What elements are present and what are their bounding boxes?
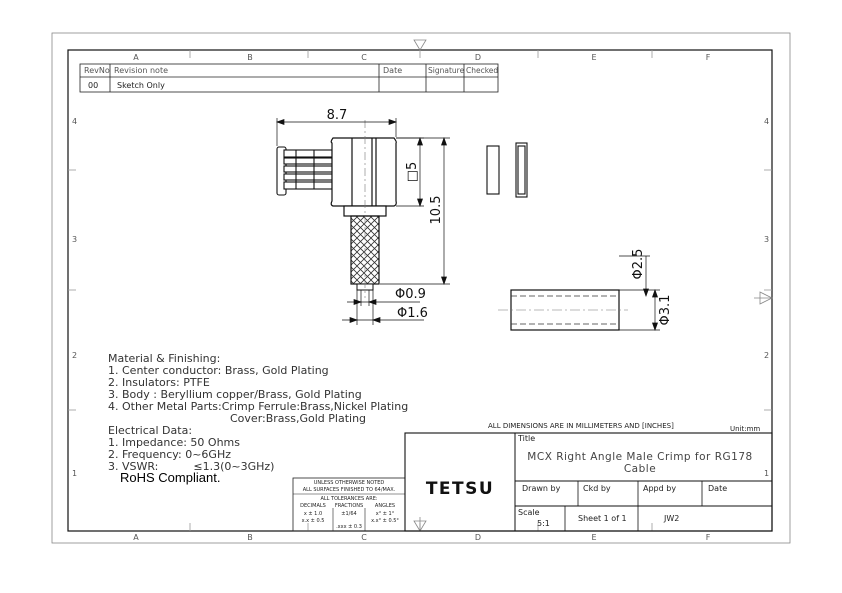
rev-header-checked: Checked [466,66,498,75]
rohs-note: RoHS Compliant. [120,470,220,485]
drawn-by-label: Drawn by [522,484,561,493]
zone-col-top-a: A [133,53,139,62]
tol-line-3: ALL TOLERANCES ARE: [320,496,377,502]
zone-row-left-1: 1 [72,469,77,478]
material-line-1: 1. Center conductor: Brass, Gold Plating [108,364,329,377]
title-label: Title [517,434,535,443]
rev-header-signature: Signature [428,66,465,75]
tol-angle-1: x° ± 1° [376,511,395,517]
cover-parts [486,142,528,198]
appd-by-label: Appd by [643,484,676,493]
materials-title: Material & Finishing: [108,352,220,365]
zone-letters: A B C D E F A B C D E F 4 3 2 1 4 3 2 1 [72,53,769,542]
zone-row-right-1: 1 [764,469,769,478]
zone-col-top-e: E [591,53,596,62]
dim-ferrule-outer: Φ3.1 [658,295,673,326]
unit-label: Unit:mm [730,425,760,433]
dim-length: 8.7 [327,108,348,123]
material-line-2: 2. Insulators: PTFE [108,376,210,389]
tolerance-block: UNLESS OTHERWISE NOTED ALL SURFACES FINI… [292,477,406,532]
scale-label: Scale [518,508,540,517]
top-center-arrow [413,39,427,51]
material-line-3: 3. Body : Beryllium copper/Brass, Gold P… [108,388,362,401]
tol-header-decimals: DECIMALS [300,503,326,509]
electrical-line-1: 1. Impedance: 50 Ohms [108,436,240,449]
zone-col-bottom-b: B [247,533,253,542]
drawing-title-line-1: MCX Right Angle Male Crimp for RG178 [527,451,752,463]
material-line-4: 4. Other Metal Parts:Crimp Ferrule:Brass… [108,400,408,413]
zone-col-top-b: B [247,53,253,62]
material-notes: Material & Finishing: 1. Center conducto… [108,352,408,485]
zone-ticks [68,50,772,531]
zone-col-top-f: F [706,53,711,62]
tol-fraction-1: ±1/64 [341,511,356,517]
tol-line-2: ALL SURFACES FINISHED TO 64/MAX. [303,487,396,493]
revision-table: RevNo Revision note Date Signature Check… [79,63,498,93]
document-code: JW2 [663,514,679,523]
scale-value: 5:1 [537,519,550,528]
rev-cell-revno: 00 [88,81,98,90]
zone-row-left-4: 4 [72,117,77,126]
ferrule-tube [498,289,628,331]
dims-note: ALL DIMENSIONS ARE IN MILLIMETERS AND [I… [488,422,674,430]
electrical-line-3: 3. VSWR: ≤1.3(0~3GHz) [108,460,274,473]
tol-line-1: UNLESS OTHERWISE NOTED [314,480,385,486]
outer-frame [51,32,791,544]
mating-interface [276,146,333,196]
material-line-5: Cover:Brass,Gold Plating [230,412,366,425]
zone-row-right-3: 3 [764,235,769,244]
zone-col-bottom-a: A [133,533,139,542]
tol-decimal-1: x ± 1.0 [304,511,322,517]
zone-row-right-4: 4 [764,117,769,126]
dim-insulator-dia: Φ1.6 [397,306,428,321]
tol-decimal-2: x.x ± 0.5 [302,518,325,524]
zone-row-left-2: 2 [72,351,77,360]
dim-ferrule-inner: Φ2.5 [631,249,646,280]
dim-height: 10.5 [429,196,444,225]
body-block [330,137,397,217]
zone-col-bottom-e: E [591,533,596,542]
electrical-title: Electrical Data: [108,424,192,437]
company-logo-text: TETSU [426,479,494,499]
rev-cell-note: Sketch Only [117,81,165,90]
dimension-lines [275,118,660,332]
rev-header-date: Date [383,66,402,75]
ckd-by-label: Ckd by [583,484,611,493]
tol-fraction-2: .xxx ± 0.3 [336,524,362,530]
dim-square: □5 [405,162,420,183]
tol-header-fractions: FRACTIONS [335,503,363,509]
rev-header-note: Revision note [114,66,168,75]
drawing-title-line-2: Cable [624,463,656,475]
zone-col-bottom-f: F [706,533,711,542]
tol-angle-2: x.x° ± 0.5° [371,518,399,524]
tol-header-angles: ANGLES [375,503,395,509]
zone-row-left-3: 3 [72,235,77,244]
zone-col-top-d: D [475,53,481,62]
electrical-line-2: 2. Frequency: 0~6GHz [108,448,231,461]
zone-col-bottom-c: C [361,533,367,542]
date-label: Date [708,484,727,493]
title-block: ALL DIMENSIONS ARE IN MILLIMETERS AND [I… [404,422,773,532]
sheet-number: Sheet 1 of 1 [578,514,627,523]
rev-header-revno: RevNo [84,66,110,75]
dim-pin-dia: Φ0.9 [395,287,426,302]
zone-row-right-2: 2 [764,351,769,360]
zone-col-top-c: C [361,53,367,62]
connector-side-view [276,120,397,298]
zone-col-bottom-d: D [475,533,481,542]
